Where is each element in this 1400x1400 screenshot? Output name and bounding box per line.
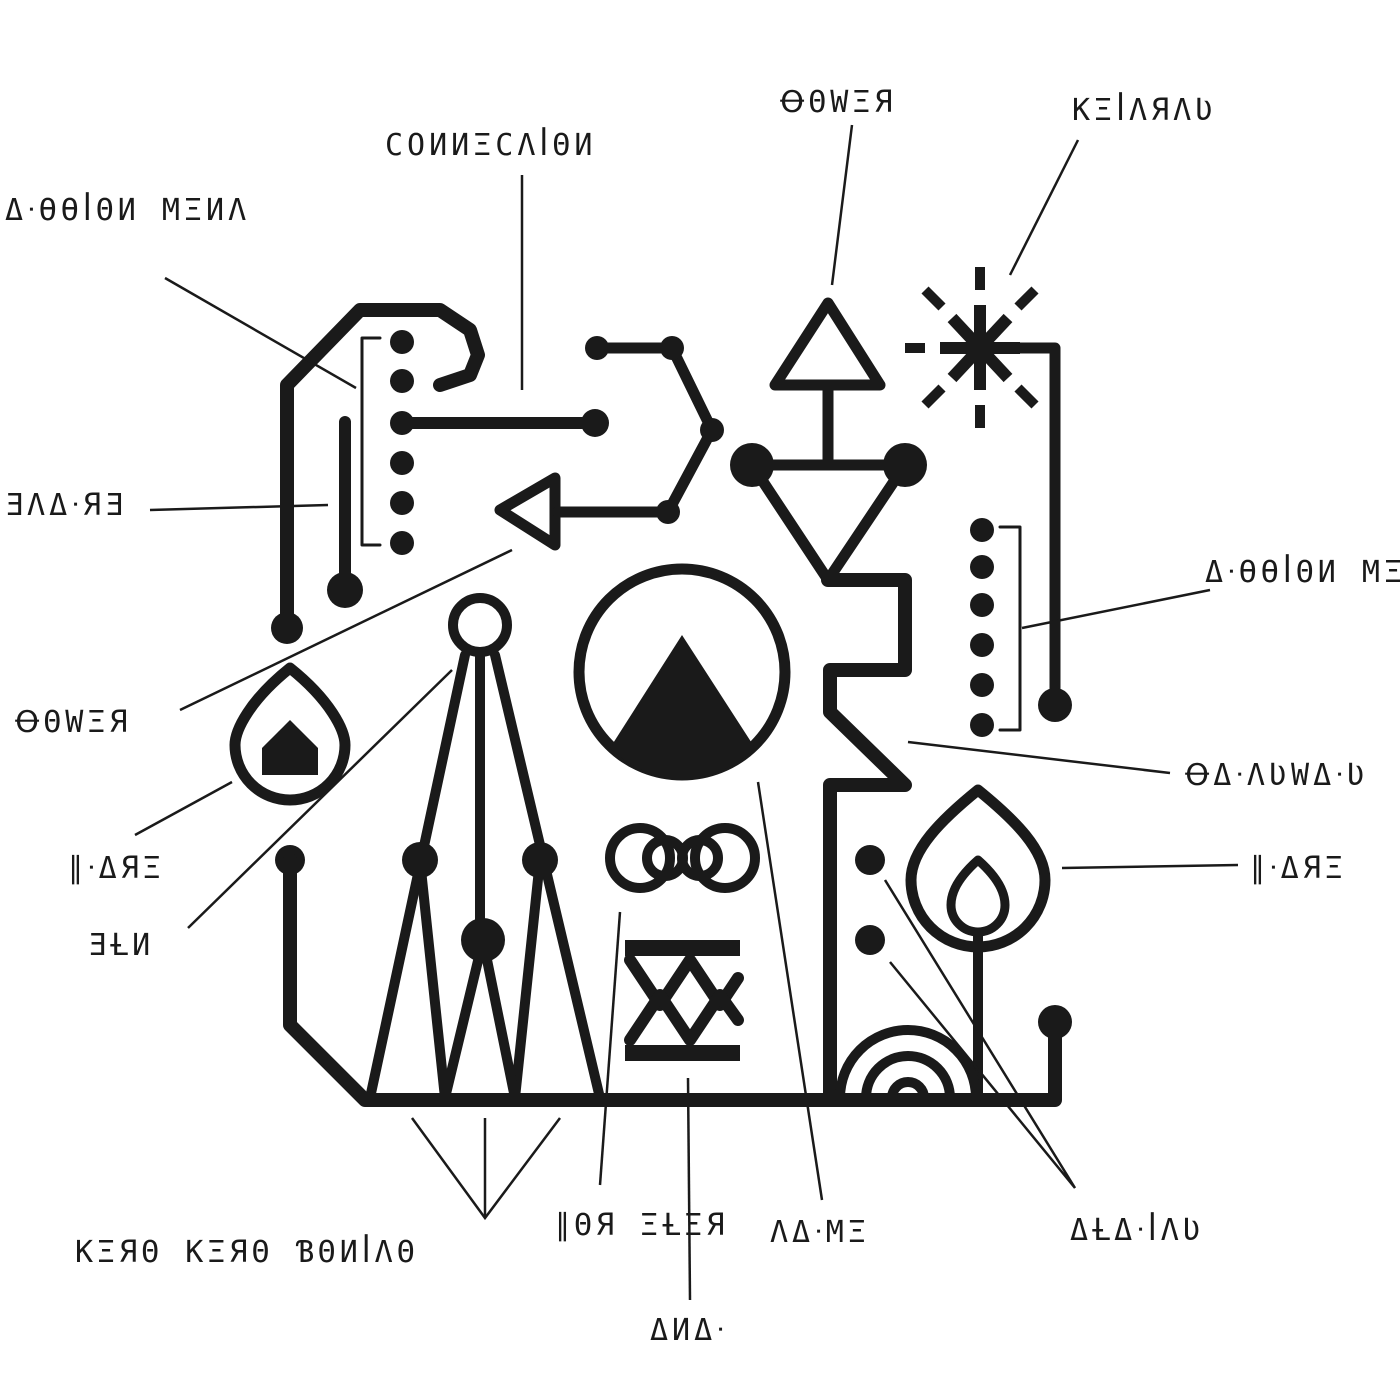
power-wire (552, 342, 718, 518)
power-triangle (769, 297, 886, 391)
label-basis: ƎΛΔᐧЯƎ (5, 488, 127, 523)
connection-terminal (581, 409, 609, 437)
leader-lines (134, 124, 1239, 1301)
label-add-on-menu-right: ΔᐧϴϴꟾΘИ ΜΞИΛ (1205, 554, 1400, 590)
left-frame-wire (280, 303, 485, 629)
left-frame-terminal (271, 612, 303, 644)
add-on-menu-right-bracket (998, 525, 1022, 732)
label-game: ΛΔᐧΜΞ (770, 1215, 870, 1250)
label-keypad: ΚΞꟾΛЯΛƲ (1072, 92, 1217, 128)
add-on-menu-left-dots (390, 330, 414, 555)
add-on-menu-left-bracket (360, 336, 382, 547)
label-buttons: ΔȽΔᐧꟾΛƲ (1070, 1212, 1205, 1248)
label-kero-kero-bonito: ΚΞЯΘ ΚΞЯΘ ƁΘИꟾΛΘ (75, 1234, 419, 1270)
pathway-wall (821, 573, 912, 1107)
circuit-figure (229, 267, 1072, 1107)
label-pathway: ꝊΔᐧΛƲWΔᐧƲ (1185, 758, 1369, 793)
for-ever-symbol (605, 823, 760, 893)
label-add-on-menu-left: ΔᐧϴϴꟾΘИ ΜΞИΛ (5, 192, 250, 228)
inverted-triangle (746, 459, 911, 586)
label-power-left: ꝊΘWΞЯ (15, 705, 131, 740)
label-flare-right: ∥ᐧΔЯΞ (1250, 851, 1347, 886)
add-on-menu-right-dots (970, 518, 994, 737)
sun-circle (448, 593, 512, 657)
label-flare-left: ∥ᐧΔЯΞ (68, 851, 165, 886)
label-xxx: ΔИΔᐧ (650, 1313, 728, 1348)
label-connection: COИИΞϹΛꟾΘИ (385, 127, 596, 163)
label-sun: ƎȽИ (88, 928, 154, 963)
label-add-on-menu-left-text: ΔᐧϴϴꟾΘИ ΜΞИΛ (5, 192, 250, 228)
button-dot-2 (855, 925, 885, 955)
label-power-top: ꝊΘWΞЯ (780, 85, 896, 120)
power-arrow (494, 472, 561, 551)
flare-right (905, 784, 1051, 953)
button-dot-1 (855, 845, 885, 875)
labels: COИИΞϹΛꟾΘИ ꝊΘWΞЯ ΚΞꟾΛЯΛƲ ΔᐧϴϴꟾΘИ ΜΞИΛ ƎΛ… (5, 85, 1400, 1348)
game-mountain (610, 635, 755, 748)
concentric-arcs (835, 1025, 981, 1103)
basis-pin-terminal (327, 572, 363, 608)
label-for-ever: ∥ΘЯ ΞȽΞЯ (555, 1208, 728, 1243)
xxx-block (624, 940, 744, 1061)
keypad-starburst (905, 267, 1039, 428)
flare-left (229, 662, 351, 806)
